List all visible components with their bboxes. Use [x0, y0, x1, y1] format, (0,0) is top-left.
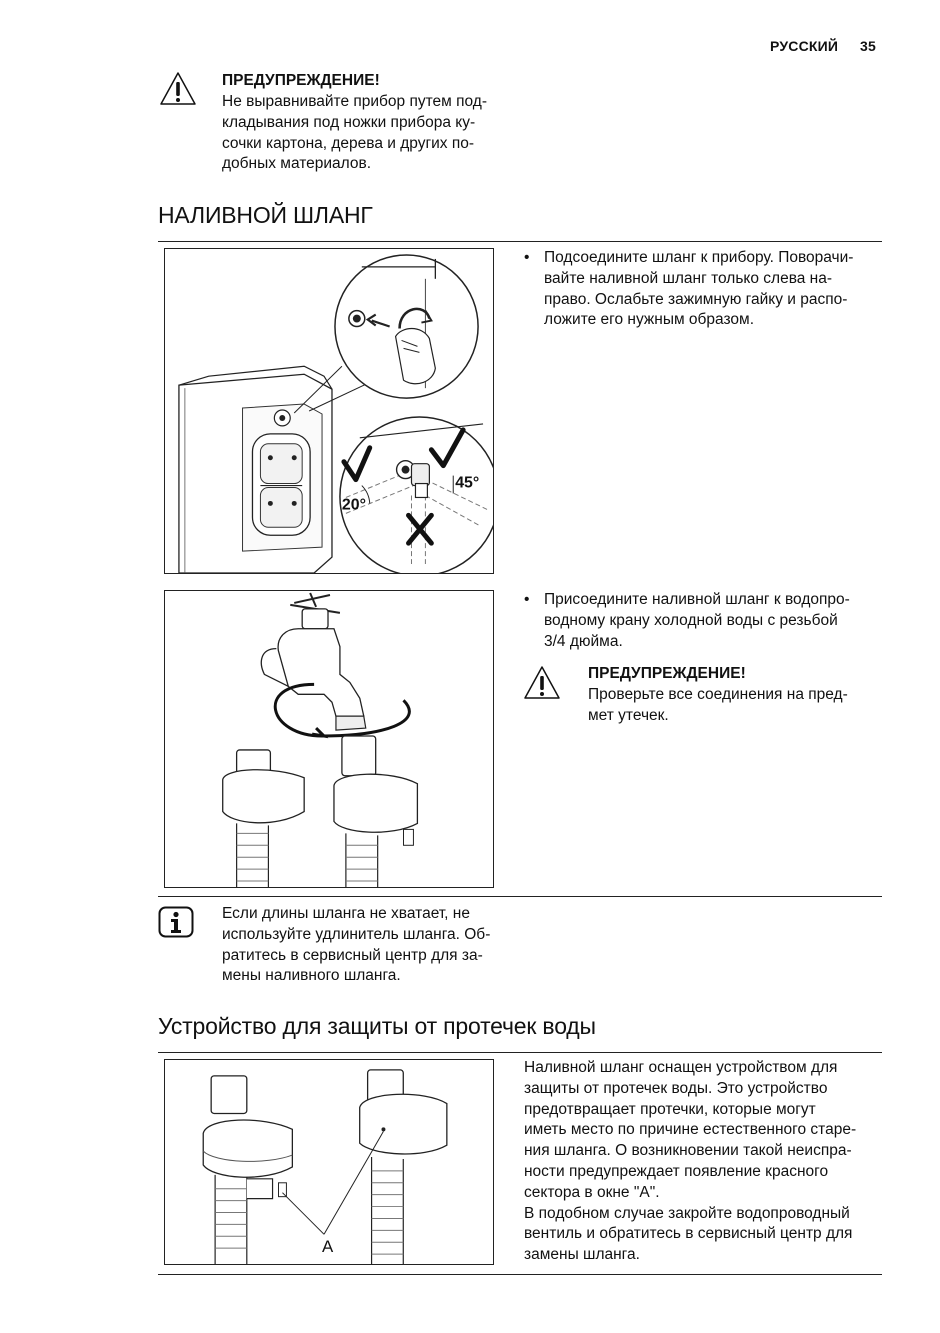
- page-number: 35: [860, 38, 876, 54]
- section-title-aquastop: Устройство для защиты от протечек воды: [158, 1013, 596, 1039]
- section-divider: [158, 1052, 882, 1053]
- figure-tap-connection: [164, 590, 494, 888]
- warning-title: ПРЕДУПРЕЖДЕНИЕ!: [588, 665, 746, 682]
- page-header-language: РУССКИЙ: [770, 38, 839, 54]
- angle-label-left: 20°: [342, 496, 366, 513]
- warning-text: Проверьте все соединения на пред- мет ут…: [588, 686, 848, 724]
- warning-triangle-icon: [158, 70, 198, 108]
- warning-triangle-icon: [522, 664, 562, 702]
- section-divider: [158, 896, 882, 897]
- info-icon: [158, 906, 194, 938]
- aquastop-text: Наливной шланг оснащен устройством для з…: [524, 1059, 857, 1264]
- warning-title: ПРЕДУПРЕЖДЕНИЕ!: [222, 72, 380, 89]
- section-divider: [158, 241, 882, 242]
- step-2-text: • Присоедините наливной шланг к водопро-…: [524, 591, 850, 650]
- figure-aquastop-device: A: [164, 1059, 494, 1265]
- figure-hose-connection: 20° 45°: [164, 248, 494, 574]
- figure-label-a: A: [322, 1237, 334, 1256]
- section-divider: [158, 1274, 882, 1275]
- warning-text: Не выравнивайте прибор путем под- кладыв…: [222, 93, 488, 173]
- step-1-text: • Подсоедините шланг к прибору. Поворачи…: [524, 249, 854, 329]
- info-text: Если длины шланга не хватает, не использ…: [222, 905, 491, 985]
- section-title-hose: НАЛИВНОЙ ШЛАНГ: [158, 202, 373, 228]
- angle-label-right: 45°: [455, 475, 479, 492]
